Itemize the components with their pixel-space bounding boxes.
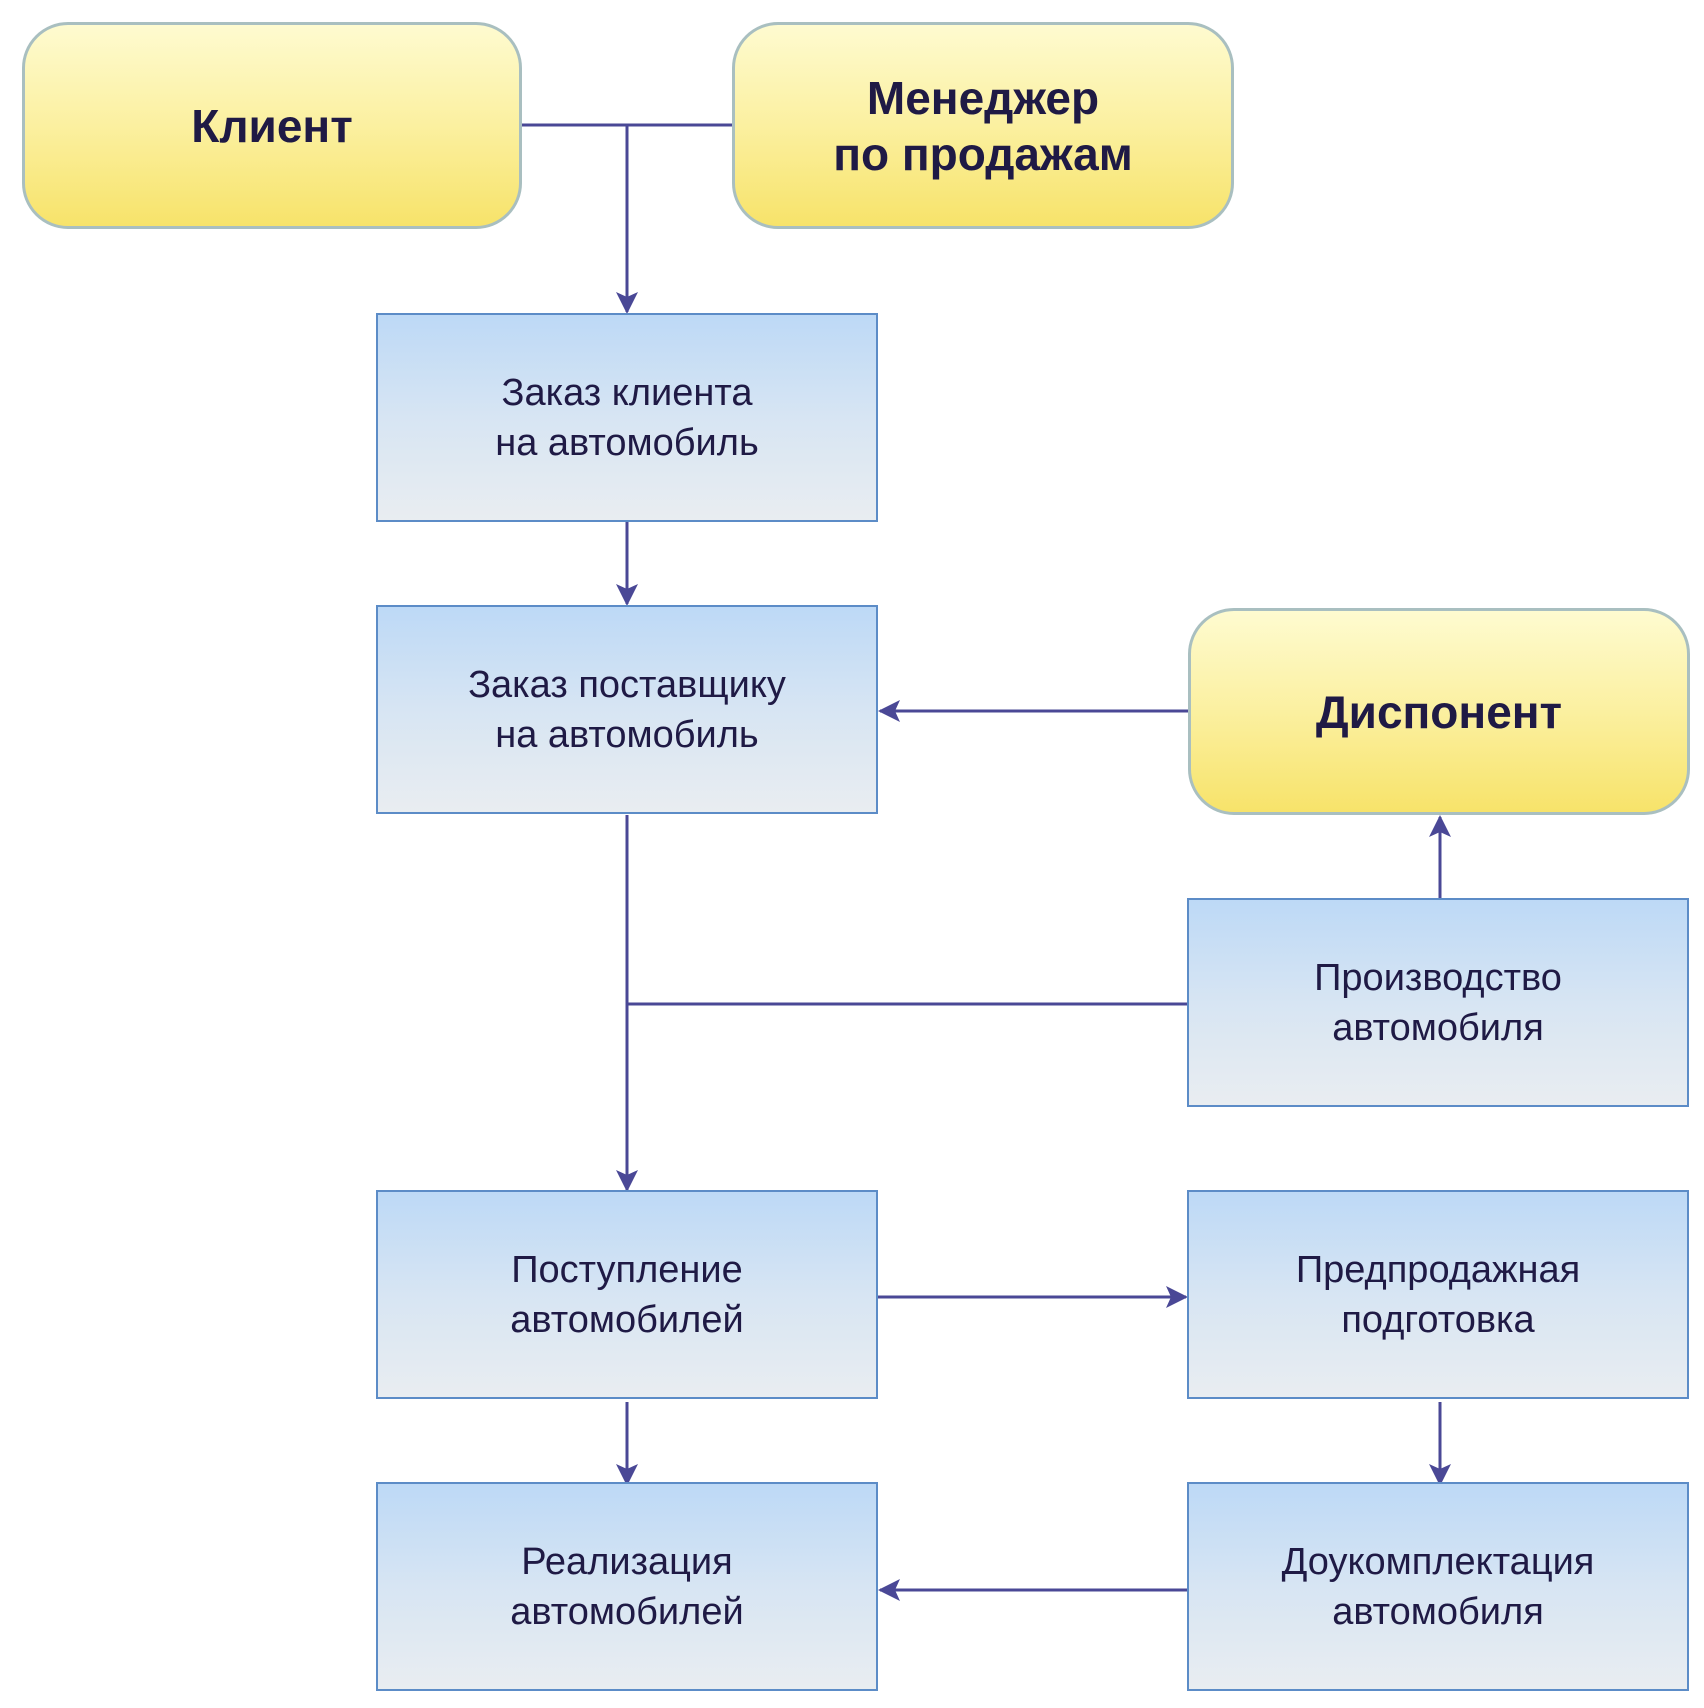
process-client-order-label: Заказ клиента на автомобиль — [495, 371, 759, 464]
process-car-sales: Реализация автомобилей — [376, 1482, 878, 1691]
process-car-sales-label: Реализация автомобилей — [510, 1540, 744, 1633]
process-car-production-label: Производство автомобиля — [1314, 956, 1562, 1049]
process-supplier-order: Заказ поставщику на автомобиль — [376, 605, 878, 814]
process-additional-equipment: Доукомплектация автомобиля — [1187, 1482, 1689, 1691]
actor-sales-manager: Менеджер по продажам — [732, 22, 1234, 229]
process-presale-prep-label: Предпродажная подготовка — [1295, 1248, 1581, 1341]
process-client-order: Заказ клиента на автомобиль — [376, 313, 878, 522]
process-additional-equipment-label: Доукомплектация автомобиля — [1281, 1540, 1595, 1633]
process-car-arrival-label: Поступление автомобилей — [510, 1248, 744, 1341]
process-supplier-order-label: Заказ поставщику на автомобиль — [468, 663, 786, 756]
actor-client-label: Клиент — [191, 99, 353, 152]
actor-client: Клиент — [22, 22, 522, 229]
actor-dispatcher: Диспонент — [1188, 608, 1690, 815]
process-car-arrival: Поступление автомобилей — [376, 1190, 878, 1399]
actor-sales-manager-label: Менеджер по продажам — [833, 71, 1133, 180]
process-car-production: Производство автомобиля — [1187, 898, 1689, 1107]
process-presale-prep: Предпродажная подготовка — [1187, 1190, 1689, 1399]
actor-dispatcher-label: Диспонент — [1315, 685, 1563, 738]
